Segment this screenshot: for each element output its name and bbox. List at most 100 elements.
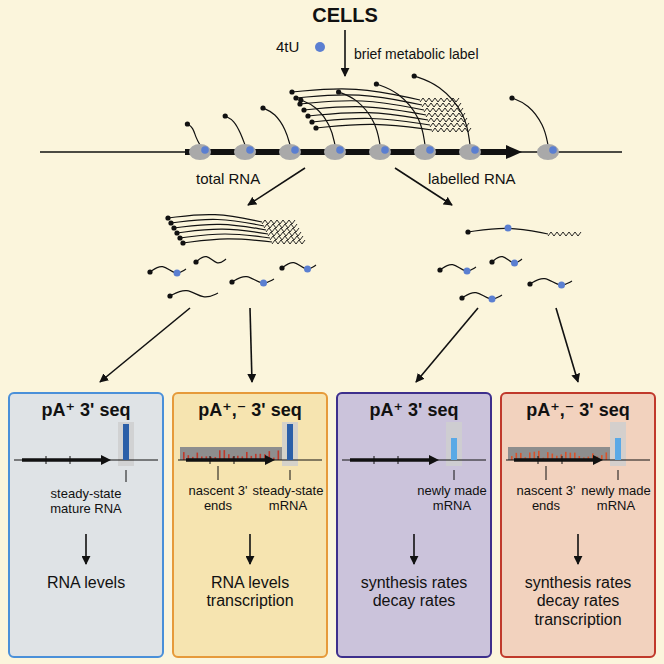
rna-strand bbox=[530, 279, 572, 285]
peak-annotation: steady-state mRNA bbox=[250, 484, 326, 514]
rna-strand bbox=[376, 84, 425, 145]
peak-annotation: newly made mRNA bbox=[578, 484, 654, 514]
panel-heading: pA⁺,⁻ 3' seq bbox=[172, 400, 328, 421]
rna-cap bbox=[298, 97, 303, 102]
branch-label: total RNA bbox=[196, 170, 260, 187]
polya-tail bbox=[428, 118, 467, 122]
rna-strand bbox=[177, 229, 268, 234]
rna-strand bbox=[171, 219, 264, 226]
label-dot bbox=[201, 146, 209, 154]
rna-strand bbox=[225, 116, 245, 145]
rna-cap bbox=[336, 89, 341, 94]
rna-cap bbox=[260, 105, 265, 110]
gene-tick bbox=[234, 456, 235, 464]
polya-tail bbox=[430, 123, 469, 127]
rna-cap bbox=[437, 267, 442, 272]
gene-tick bbox=[562, 456, 563, 464]
gene-tick bbox=[538, 456, 539, 464]
method-panel: pA⁺,⁻ 3' seqnascent 3' endssteady-state … bbox=[172, 392, 328, 658]
label-dot bbox=[558, 282, 565, 289]
arrow bbox=[416, 308, 478, 382]
readout-text: RNA levels bbox=[16, 574, 156, 592]
rna-cap bbox=[489, 259, 494, 264]
rna-cap bbox=[374, 81, 379, 86]
rna-strand bbox=[512, 98, 548, 145]
gene-arrowhead bbox=[593, 455, 603, 465]
leader-line bbox=[546, 466, 547, 480]
gene-arrowhead bbox=[506, 145, 522, 159]
gene-body bbox=[22, 458, 102, 462]
gene-arrowhead bbox=[101, 455, 111, 465]
panel-heading: pA⁺ 3' seq bbox=[8, 400, 164, 421]
rna-cap bbox=[301, 107, 306, 112]
peak-bar bbox=[287, 424, 293, 460]
4tu-dot bbox=[315, 42, 325, 52]
rna-cap bbox=[527, 281, 532, 286]
gene-tick bbox=[46, 456, 47, 464]
rna-cap bbox=[229, 279, 234, 284]
label-dot bbox=[174, 270, 181, 277]
label-dot bbox=[291, 146, 299, 154]
polya-tail bbox=[426, 113, 465, 117]
label-dot bbox=[464, 268, 471, 275]
label-dot bbox=[471, 146, 479, 154]
polymerase bbox=[234, 144, 256, 160]
rna-cap bbox=[279, 265, 284, 270]
gene-body bbox=[186, 458, 266, 462]
arrow bbox=[577, 534, 579, 564]
rna-strand bbox=[282, 263, 316, 269]
panel-heading: pA⁺,⁻ 3' seq bbox=[500, 400, 656, 421]
rna-cap bbox=[309, 119, 314, 124]
rna-strand bbox=[196, 257, 226, 263]
polymerase bbox=[414, 144, 436, 160]
rna-cap bbox=[165, 215, 170, 220]
leader-line bbox=[218, 466, 219, 480]
polya-tail bbox=[424, 108, 463, 112]
gene-line bbox=[506, 460, 650, 461]
nascent-bar bbox=[183, 452, 185, 460]
rna-strand bbox=[339, 92, 380, 145]
label-dot bbox=[505, 225, 512, 232]
gene-body bbox=[350, 458, 430, 462]
rna-strand bbox=[304, 107, 426, 115]
rna-strand bbox=[232, 277, 274, 283]
gene-body bbox=[514, 458, 594, 462]
rna-cap bbox=[509, 95, 514, 100]
arrow bbox=[100, 308, 190, 382]
rna-strand bbox=[462, 293, 502, 299]
rna-strand bbox=[301, 100, 335, 145]
arrow bbox=[249, 534, 251, 564]
gene-line bbox=[178, 460, 322, 461]
polymerase bbox=[324, 144, 346, 160]
polya-tail bbox=[432, 128, 471, 132]
peak-bar bbox=[123, 424, 129, 460]
rna-cap bbox=[289, 89, 294, 94]
label-dot bbox=[511, 260, 518, 267]
peak-highlight bbox=[446, 422, 462, 466]
gene-tick bbox=[70, 456, 71, 464]
rna-cap bbox=[223, 113, 228, 118]
arrow bbox=[556, 308, 578, 382]
gene-line bbox=[14, 460, 158, 461]
peak-annotation: newly made mRNA bbox=[414, 484, 490, 514]
nascent-bar bbox=[511, 456, 513, 460]
peak-bar bbox=[615, 438, 621, 460]
label-dot bbox=[426, 146, 434, 154]
polymerase bbox=[279, 144, 301, 160]
rna-cap bbox=[305, 113, 310, 118]
rna-strand bbox=[414, 76, 470, 145]
arrow bbox=[413, 534, 415, 564]
peak-annotation: steady-state mature RNA bbox=[38, 487, 134, 517]
method-panel: pA⁺ 3' seq steady-state mature RNA RNA lev… bbox=[8, 392, 164, 658]
readout-text: synthesis rates decay rates bbox=[344, 574, 484, 611]
panel-fill bbox=[172, 392, 328, 658]
rna-cap bbox=[293, 95, 298, 100]
rna-strand bbox=[170, 291, 218, 297]
rna-cap bbox=[193, 259, 198, 264]
leader-line bbox=[126, 470, 127, 482]
title: CELLS bbox=[0, 4, 664, 27]
peak-highlight bbox=[282, 422, 298, 466]
gene-line bbox=[342, 460, 486, 461]
